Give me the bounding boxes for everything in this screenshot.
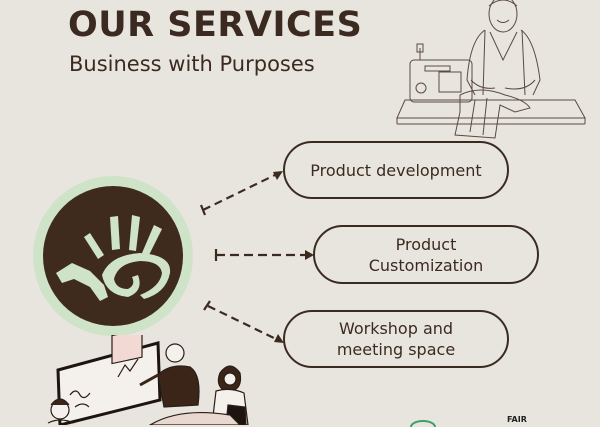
- woman-sewing-illustration: [396, 0, 586, 139]
- service-label: Product Customization: [368, 234, 484, 275]
- arrow-to-product-development: [199, 171, 283, 216]
- team-meeting-illustration: [47, 335, 249, 425]
- hand-spiral-logo: [33, 176, 193, 336]
- arrow-to-workshop: [203, 300, 284, 343]
- fair-badge-text: FAIR: [507, 415, 527, 424]
- page-title: OUR SERVICES: [68, 5, 363, 45]
- service-product-customization[interactable]: Product Customization: [313, 225, 539, 284]
- page-subtitle: Business with Purposes: [69, 52, 315, 76]
- eco-badge-icon: [410, 420, 436, 427]
- service-product-development[interactable]: Product development: [283, 141, 509, 199]
- hand-spiral-icon: [56, 215, 171, 301]
- service-workshop-meeting-space[interactable]: Workshop and meeting space: [283, 310, 509, 368]
- service-label: Product development: [310, 160, 482, 180]
- service-label: Workshop and meeting space: [336, 319, 456, 359]
- arrow-to-product-customization: [214, 249, 314, 261]
